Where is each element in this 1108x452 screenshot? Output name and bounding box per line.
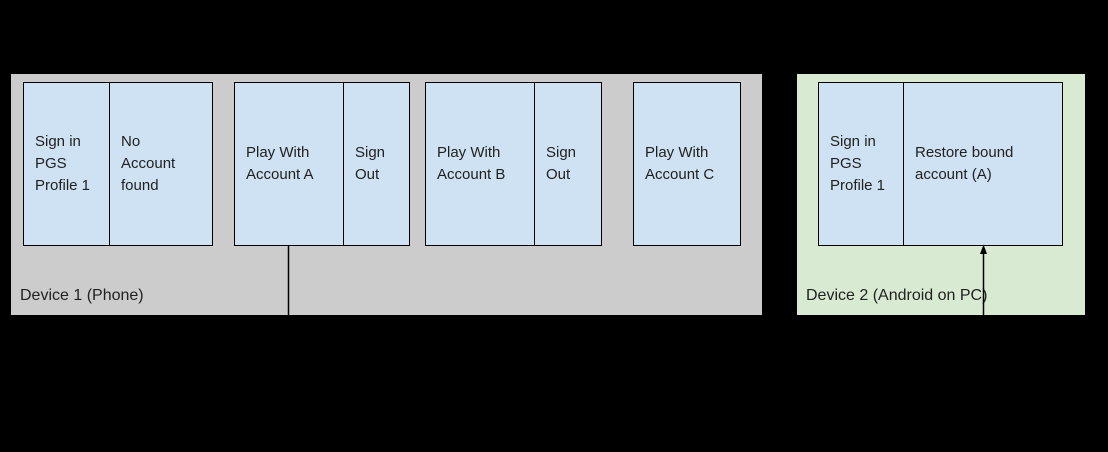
step-no-account-found: No Account found [110, 82, 213, 246]
device1-label: Device 1 (Phone) [20, 287, 144, 304]
device1-panel: Sign in PGS Profile 1 No Account found P… [11, 74, 762, 315]
step-group-play-b: Play With Account B Sign Out [425, 82, 602, 246]
step-group-play-c: Play With Account C [633, 82, 741, 246]
step-group-play-a: Play With Account A Sign Out [234, 82, 410, 246]
device2-label: Device 2 (Android on PC) [806, 287, 988, 304]
step-sign-in-pgs-profile-1: Sign in PGS Profile 1 [23, 82, 110, 246]
step-restore-bound-account: Restore bound account (A) [904, 82, 1063, 246]
step-group-signin-noaccount: Sign in PGS Profile 1 No Account found [23, 82, 213, 246]
step-play-with-account-a: Play With Account A [234, 82, 344, 246]
step-play-with-account-b: Play With Account B [425, 82, 535, 246]
device2-panel: Sign in PGS Profile 1 Restore bound acco… [797, 74, 1085, 315]
step-group-restore: Sign in PGS Profile 1 Restore bound acco… [818, 82, 1063, 246]
step-sign-in-pgs-profile-1-device2: Sign in PGS Profile 1 [818, 82, 904, 246]
step-play-with-account-c: Play With Account C [633, 82, 741, 246]
step-sign-out-2: Sign Out [535, 82, 602, 246]
step-sign-out-1: Sign Out [344, 82, 410, 246]
